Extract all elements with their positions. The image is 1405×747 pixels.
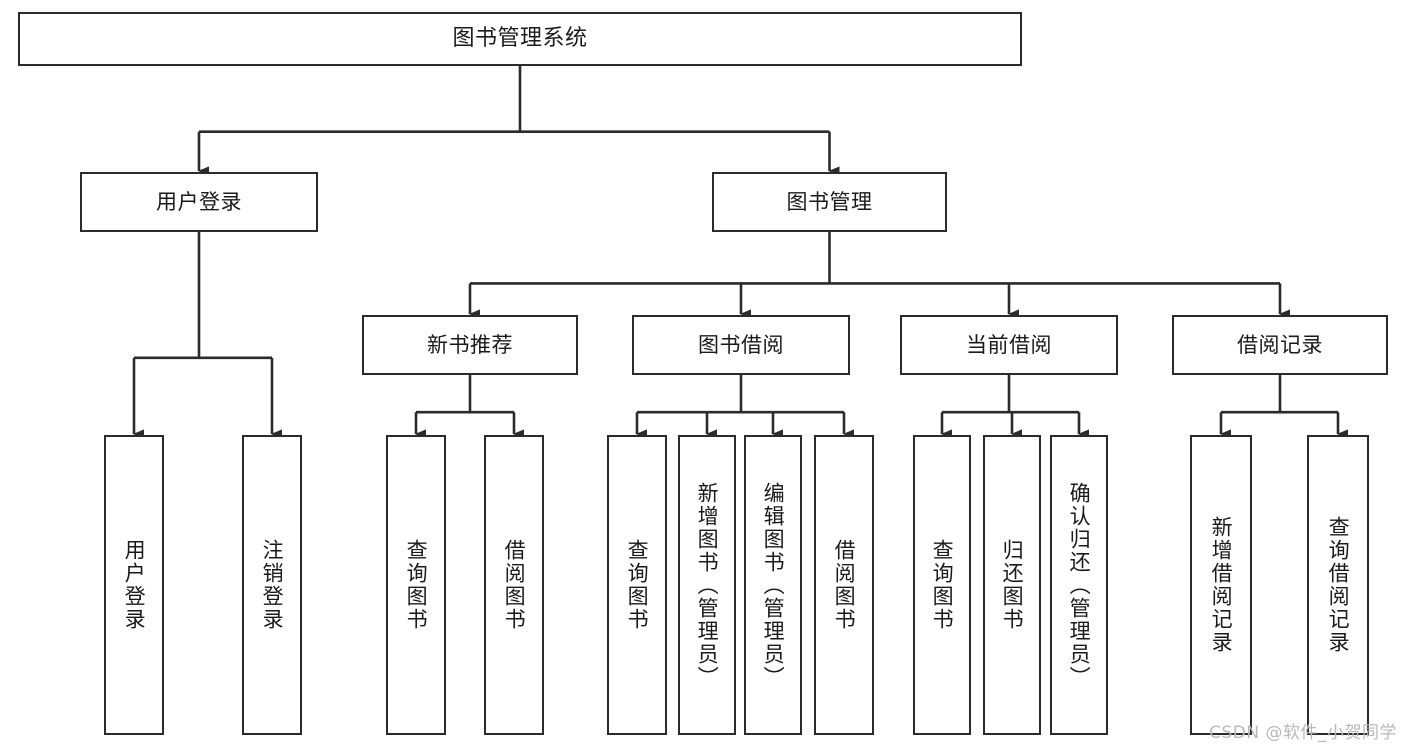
node-newbook[interactable]: 新书推荐 — [362, 315, 578, 375]
node-current[interactable]: 当前借阅 — [900, 315, 1118, 375]
node-label: 新增借阅记录 — [1209, 516, 1234, 654]
watermark-text: CSDN @软件_小贺同学 — [1209, 723, 1397, 743]
leaf-node-l13[interactable]: 查询借阅记录 — [1307, 435, 1369, 735]
node-root[interactable]: 图书管理系统 — [18, 12, 1022, 66]
node-label: 查询图书 — [930, 539, 955, 631]
leaf-node-l2[interactable]: 注销登录 — [242, 435, 302, 735]
leaf-node-l5[interactable]: 查询图书 — [607, 435, 667, 735]
node-records[interactable]: 借阅记录 — [1172, 315, 1388, 375]
node-label: 注销登录 — [260, 539, 285, 631]
leaf-node-l8[interactable]: 借阅图书 — [814, 435, 874, 735]
node-label: 查询图书 — [625, 539, 650, 631]
leaf-node-l10[interactable]: 归还图书 — [983, 435, 1041, 735]
node-bookmgmt[interactable]: 图书管理 — [712, 172, 947, 232]
node-label: 借阅图书 — [832, 539, 857, 631]
node-label: 用户登录 — [156, 189, 242, 214]
node-label: 查询图书 — [404, 539, 429, 631]
node-label: 确认归还（管理员） — [1067, 481, 1092, 689]
node-borrow[interactable]: 图书借阅 — [632, 315, 850, 375]
node-label: 当前借阅 — [966, 332, 1052, 357]
leaf-node-l9[interactable]: 查询图书 — [913, 435, 971, 735]
leaf-node-l7[interactable]: 编辑图书（管理员） — [744, 435, 802, 735]
leaf-node-l4[interactable]: 借阅图书 — [484, 435, 544, 735]
node-label: 编辑图书（管理员） — [761, 481, 786, 689]
node-label: 图书管理 — [786, 189, 873, 214]
node-label: 新增图书（管理员） — [695, 481, 720, 689]
leaf-node-l12[interactable]: 新增借阅记录 — [1190, 435, 1252, 735]
node-label: 归还图书 — [1000, 539, 1025, 631]
node-label: 查询借阅记录 — [1326, 516, 1351, 654]
leaf-node-l1[interactable]: 用户登录 — [104, 435, 164, 735]
leaf-node-l3[interactable]: 查询图书 — [386, 435, 446, 735]
node-label: 用户登录 — [122, 539, 147, 631]
node-label: 图书借阅 — [698, 332, 784, 357]
node-label: 借阅记录 — [1237, 332, 1323, 357]
node-login[interactable]: 用户登录 — [80, 172, 318, 232]
node-label: 图书管理系统 — [452, 26, 588, 52]
node-label: 新书推荐 — [427, 332, 513, 357]
node-label: 借阅图书 — [502, 539, 527, 631]
leaf-node-l11[interactable]: 确认归还（管理员） — [1050, 435, 1108, 735]
leaf-node-l6[interactable]: 新增图书（管理员） — [678, 435, 736, 735]
